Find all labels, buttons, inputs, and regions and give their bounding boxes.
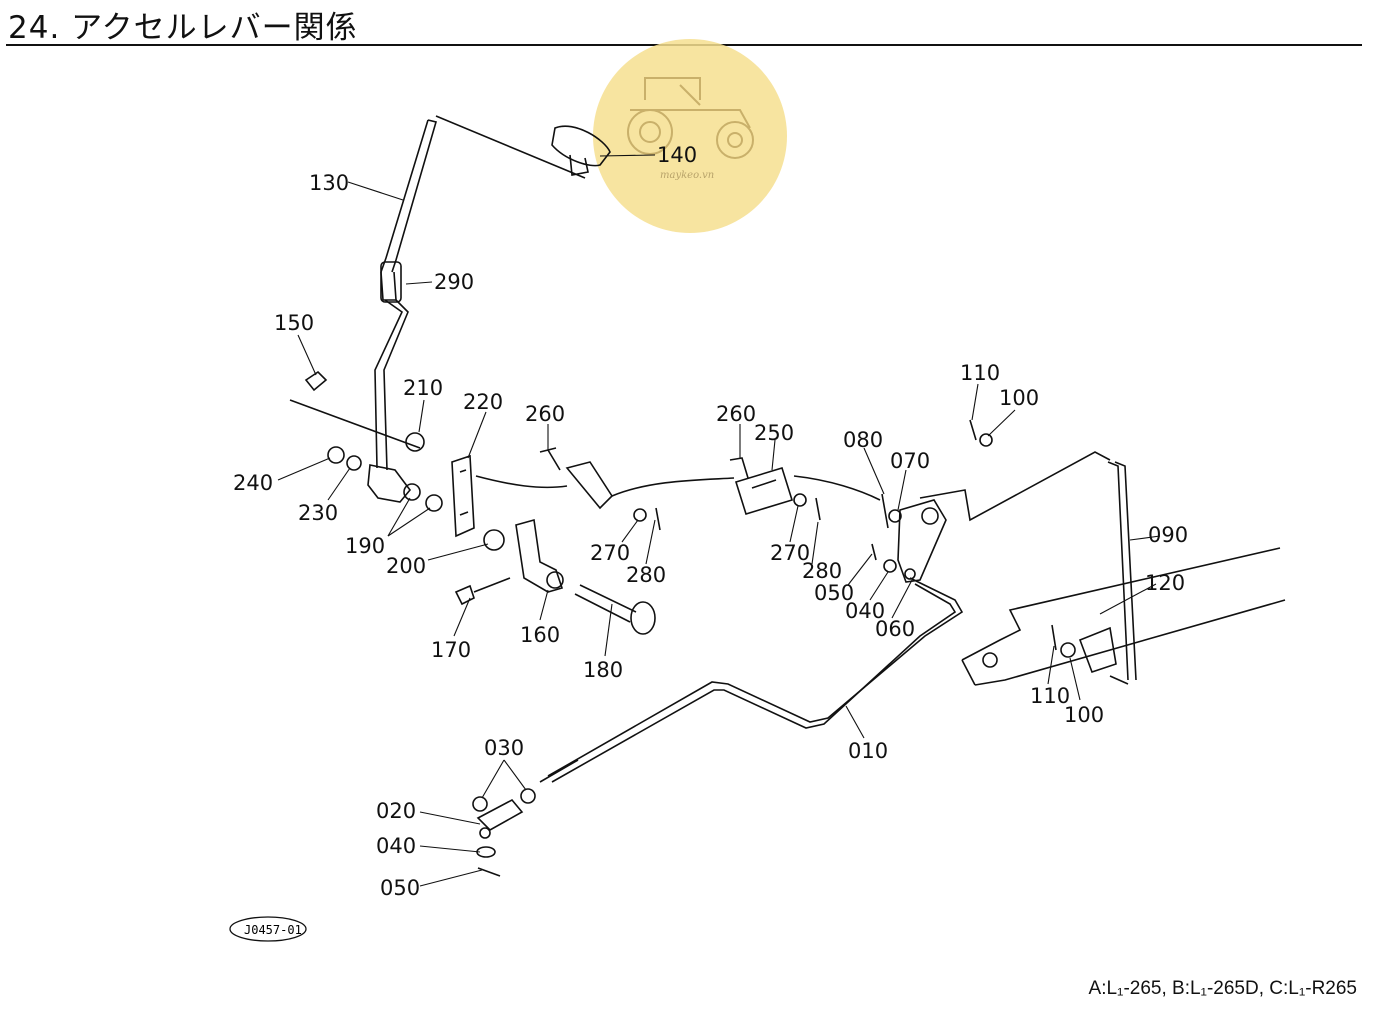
callout-090: 090 <box>1148 523 1188 547</box>
callout-160: 160 <box>520 623 560 647</box>
callout-050-top: 050 <box>814 581 854 605</box>
watermark-logo: maykeo.vn <box>593 39 787 233</box>
callout-100-top: 100 <box>999 386 1039 410</box>
callout-170: 170 <box>431 638 471 662</box>
drawing-code-badge: J0457-01 <box>229 916 307 942</box>
callout-270-left: 270 <box>590 541 630 565</box>
callout-260-left: 260 <box>525 402 565 426</box>
drawing-code-text: J0457-01 <box>244 923 302 937</box>
callout-060: 060 <box>875 617 915 641</box>
callout-020: 020 <box>376 799 416 823</box>
callout-270-right: 270 <box>770 541 810 565</box>
callout-110-bottom: 110 <box>1030 684 1070 708</box>
watermark-text: maykeo.vn <box>660 170 714 181</box>
callout-130: 130 <box>309 171 349 195</box>
linework <box>289 115 1286 877</box>
callout-200: 200 <box>386 554 426 578</box>
callout-040-top: 040 <box>845 599 885 623</box>
part-callouts: 130 140 290 150 210 220 260 260 250 110 … <box>233 143 1188 900</box>
callout-140: 140 <box>657 143 697 167</box>
callout-050-bottom: 050 <box>380 876 420 900</box>
callout-210: 210 <box>403 376 443 400</box>
callout-220: 220 <box>463 390 503 414</box>
callout-040-bottom: 040 <box>376 834 416 858</box>
model-applicability-note: A:L₁-265, B:L₁-265D, C:L₁-R265 <box>1088 978 1357 999</box>
callout-150: 150 <box>274 311 314 335</box>
callout-250: 250 <box>754 421 794 445</box>
callout-010: 010 <box>848 739 888 763</box>
callout-080: 080 <box>843 428 883 452</box>
callout-070: 070 <box>890 449 930 473</box>
page-title: 24. アクセルレバー関係 <box>8 10 358 46</box>
callout-110-top: 110 <box>960 361 1000 385</box>
callout-100-bottom: 100 <box>1064 703 1104 727</box>
callout-280-left: 280 <box>626 563 666 587</box>
callout-120: 120 <box>1145 571 1185 595</box>
callout-030: 030 <box>484 736 524 760</box>
callout-280-right: 280 <box>802 559 842 583</box>
callout-240: 240 <box>233 471 273 495</box>
callout-230: 230 <box>298 501 338 525</box>
callout-290: 290 <box>434 270 474 294</box>
callout-180: 180 <box>583 658 623 682</box>
callout-190: 190 <box>345 534 385 558</box>
callout-260-right: 260 <box>716 402 756 426</box>
leader-lines <box>277 154 1161 887</box>
